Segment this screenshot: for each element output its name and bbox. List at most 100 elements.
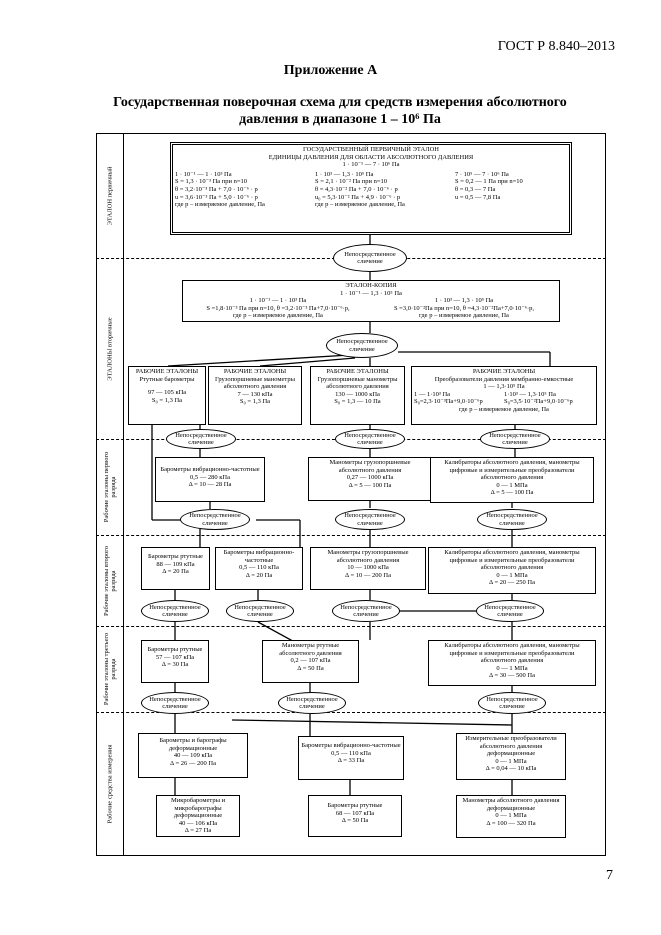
r1-a-name: Барометры вибрационно-частотные <box>160 466 260 473</box>
r1-b-delta: Δ = 5 — 100 Па <box>348 481 392 489</box>
copy-title: ЭТАЛОН-КОПИЯ <box>345 282 397 289</box>
comparison-oval: Непосредственное сличение <box>333 244 407 272</box>
comparison-oval: Непосредственное сличение <box>141 600 209 622</box>
r3-a-range: 57 — 107 кПа <box>155 653 195 661</box>
appendix-title: Приложение А <box>283 63 378 78</box>
we-piston-7-130: РАБОЧИЕ ЭТАЛОНЫ Грузопоршневые манометры… <box>208 366 302 425</box>
r2-mercury-barometers: Барометры ртутные 88 — 109 кПа Δ = 20 Па <box>141 547 210 590</box>
level-second: Рабочие эталоны второго разряда <box>96 535 124 626</box>
we-type: Ртутные барометры <box>139 375 195 383</box>
primary-c3-line: u = 0,5 — 7,8 Па <box>455 193 501 201</box>
primary-col2: 1 · 10³ — 1,3 · 10⁵ Па S = 2,1 · 10⁻² Па… <box>315 171 455 201</box>
comparison-oval: Непосредственное сличение <box>480 429 550 449</box>
comparison-label: Непосредственное сличение <box>234 603 286 619</box>
comparison-oval: Непосредственное сличение <box>226 600 294 622</box>
r2-b-name: Барометры вибрационно-частотные <box>223 549 295 564</box>
copy-b-line: S =3,0·10⁻²Па при n=10, θ =4,3·10⁻²Па+7,… <box>393 304 535 312</box>
we-range: 1 — 1,3·10⁵ Па <box>483 383 525 391</box>
primary-subtitle: ЕДИНИЦЫ ДАВЛЕНИЯ ДЛЯ ОБЛАСТИ АБСОЛЮТНОГО… <box>268 153 474 161</box>
r1-vibration-barometers: Барометры вибрационно-частотные 0,5 — 28… <box>155 457 265 502</box>
standard-number: ГОСТ Р 8.840–2013 <box>497 39 615 54</box>
we-note: где p – измеряемое давление, Па <box>459 405 549 413</box>
copy-standard-box: ЭТАЛОН-КОПИЯ 1 · 10⁻¹ — 1,3 · 10⁵ Па 1 ·… <box>182 280 560 322</box>
comparison-label: Непосредственное сличение <box>340 603 392 619</box>
r2-b-delta: Δ = 20 Па <box>245 571 273 579</box>
r1-b-name: Манометры грузопоршневые абсолютного дав… <box>329 459 411 474</box>
comparison-oval: Непосредственное сличение <box>278 692 346 714</box>
r3-mercury-barometers: Барометры ртутные 57 — 107 кПа Δ = 30 Па <box>141 640 209 683</box>
comparison-label: Непосредственное сличение <box>149 603 201 619</box>
we-mercury-barometers: РАБОЧИЕ ЭТАЛОНЫ Ртутные барометры 97 — 1… <box>128 366 206 425</box>
comparison-oval: Непосредственное сличение <box>335 429 405 449</box>
primary-c1-line: θ = 3,2·10⁻³ Па + 7,0 · 10⁻⁶ · p <box>175 185 258 193</box>
page-number: 7 <box>606 868 613 883</box>
primary-range: 1 · 10⁻¹ — 7 · 10⁶ Па <box>342 161 400 169</box>
primary-note: где p – измеряемое давление, Па <box>175 201 265 209</box>
comparison-label: Непосредственное сличение <box>486 512 538 527</box>
diagram-title: Государственная поверочная схема для сре… <box>60 94 620 128</box>
ri-b-range: 0,5 — 110 кПа <box>331 749 371 757</box>
we-s0: S₀=3,5·10⁻²Па+9,0·10⁻⁶p <box>504 398 573 406</box>
ri-f-delta: Δ = 100 — 320 Па <box>486 819 536 827</box>
we-type: Грузопоршневые манометры абсолютного дав… <box>215 375 295 391</box>
ri-vibration-barometers: Барометры вибрационно-частотные 0,5 — 11… <box>298 736 404 780</box>
we-title: РАБОЧИЕ ЭТАЛОНЫ <box>472 368 536 375</box>
comparison-label: Непосредственное сличение <box>175 431 227 447</box>
comparison-label: Непосредственное сличение <box>286 695 338 711</box>
level-instruments: Рабочие средства измерения <box>96 712 124 856</box>
we-type: Преобразователи давления мембранно-емкос… <box>434 375 574 383</box>
divider <box>96 535 606 536</box>
we-range: 97 — 105 кПа <box>147 389 187 397</box>
diagram-title-line1: Государственная поверочная схема для сре… <box>113 95 567 110</box>
divider <box>96 712 606 713</box>
r3-c-delta: Δ = 30 — 500 Па <box>489 672 535 680</box>
primary-c1-line: S = 1,3 · 10⁻³ Па при n=10 <box>175 178 248 186</box>
comparison-oval: Непосредственное сличение <box>180 509 250 530</box>
r2-vibration-barometers: Барометры вибрационно-частотные 0,5 — 11… <box>215 547 303 590</box>
level-secondary: ЭТАЛОНЫ вторичные <box>96 258 124 439</box>
ri-e-delta: Δ = 50 Па <box>341 817 369 825</box>
ri-microbarometers: Микробарометры и микробарографы деформац… <box>156 795 240 837</box>
diagram-title-line2: давления в диапазоне 1 – 10⁶ Па <box>239 112 441 127</box>
comparison-label: Непосредственное сличение <box>149 695 201 711</box>
comparison-oval: Непосредственное сличение <box>476 600 544 622</box>
comparison-oval: Непосредственное сличение <box>477 509 547 530</box>
we-piston-130-1000: РАБОЧИЕ ЭТАЛОНЫ Грузопоршневые манометры… <box>310 366 405 425</box>
ri-b-name: Барометры вибрационно-частотные <box>301 742 401 749</box>
copy-b-line: 1 · 10³ — 1,3 · 10⁵ Па <box>434 297 494 305</box>
ri-e-name: Барометры ртутные <box>327 802 383 809</box>
we-s0: S₀=2,3·10⁻³Па+9,0·10⁻⁶p <box>414 398 483 406</box>
level-primary: ЭТАЛОН первичный <box>96 133 124 258</box>
primary-c2-line: θ = 4,3·10⁻² Па + 7,0 · 10⁻⁶ · p <box>315 185 398 193</box>
primary-c3-line: θ = 0,3 — 7 Па <box>455 185 496 193</box>
we-sub-range: 1·10³ — 1,3·10⁵ Па <box>504 390 556 398</box>
ri-deformation-manometers: Манометры абсолютного давления деформаци… <box>456 795 566 838</box>
comparison-label: Непосредственное сличение <box>189 512 241 527</box>
we-s0: S₀ = 1,3 Па <box>239 398 271 406</box>
comparison-label: Непосредственное сличение <box>344 512 396 527</box>
ri-e-range: 68 — 107 кПа <box>335 809 375 817</box>
r3-c-range: 0 — 1 МПа <box>496 664 528 672</box>
ri-f-name: Манометры абсолютного давления деформаци… <box>462 797 560 812</box>
comparison-label: Непосредственное сличение <box>344 250 396 266</box>
r2-a-name: Барометры ртутные <box>148 553 203 560</box>
r2-a-range: 88 — 109 кПа <box>156 560 195 568</box>
r3-a-name: Барометры ртутные <box>147 646 203 653</box>
r2-c-range: 10 — 1000 кПа <box>347 564 389 572</box>
we-title: РАБОЧИЕ ЭТАЛОНЫ <box>135 368 199 375</box>
ri-transducers: Измерительные преобразователи абсолютног… <box>456 733 566 780</box>
comparison-oval: Непосредственное сличение <box>166 429 236 449</box>
r2-d-range: 0 — 1 МПа <box>496 571 528 579</box>
primary-c2-line: S = 2,1 · 10⁻² Па при n=10 <box>315 178 388 186</box>
r1-b-range: 0,27 — 1000 кПа <box>346 474 394 482</box>
primary-col1: 1 · 10⁻¹ — 1 · 10³ Па S = 1,3 · 10⁻³ Па … <box>175 171 315 201</box>
copy-a-line: S =1,8·10⁻³ Па при n=10, θ =3,2·10⁻³ Па+… <box>206 304 350 312</box>
divider <box>96 626 606 627</box>
we-title: РАБОЧИЕ ЭТАЛОНЫ <box>223 368 287 375</box>
ri-d-name: Микробарометры и микробарографы деформац… <box>170 797 226 820</box>
r3-a-delta: Δ = 30 Па <box>161 661 189 669</box>
ri-a-name: Барометры и барографы деформационные <box>159 737 227 752</box>
ri-c-name: Измерительные преобразователи абсолютног… <box>465 735 557 758</box>
ri-d-range: 40 — 106 кПа <box>178 819 218 827</box>
we-range: 130 — 1000 кПа <box>335 390 380 398</box>
